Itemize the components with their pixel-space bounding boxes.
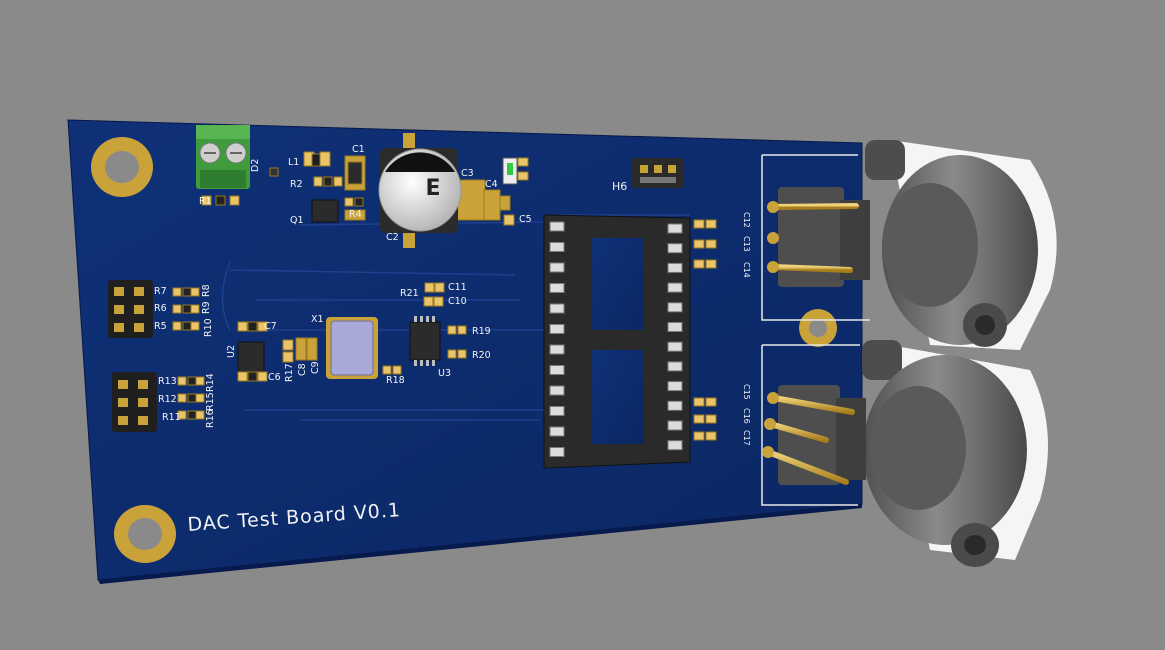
resistors-left bbox=[172, 287, 205, 420]
dip-pin-right bbox=[667, 302, 683, 313]
dip-pin-right bbox=[667, 282, 683, 293]
label-c5: C5 bbox=[519, 214, 532, 225]
label-r1: R1 bbox=[199, 196, 212, 207]
dip-pin-left bbox=[549, 283, 565, 293]
dip-pin-right bbox=[667, 420, 683, 431]
label-c2: C2 bbox=[386, 232, 399, 243]
label-r13: R13 bbox=[158, 376, 177, 387]
u3-ic-area bbox=[382, 282, 467, 375]
label-r16: R16 bbox=[205, 409, 216, 428]
dip-socket-pins bbox=[549, 221, 683, 457]
label-c17: C17 bbox=[742, 430, 751, 446]
label-r12: R12 bbox=[158, 394, 177, 405]
label-c1: C1 bbox=[352, 144, 365, 155]
dip-pin-left bbox=[549, 344, 565, 355]
label-r17: R17 bbox=[284, 363, 295, 382]
dip-pin-right bbox=[667, 400, 683, 411]
dip-pin-right bbox=[667, 440, 683, 451]
label-c6: C6 bbox=[268, 372, 281, 383]
label-c11: C11 bbox=[448, 282, 467, 293]
silkscreen-labels: D2 L1 C1 R2 R1 Q1 R4 C2 C3 C4 C5 H6 R7 R… bbox=[154, 144, 751, 446]
mounting-hole-top-left bbox=[91, 137, 153, 197]
label-r5: R5 bbox=[154, 321, 167, 332]
dip-pin-right bbox=[667, 262, 683, 273]
dip-pin-left bbox=[549, 447, 565, 457]
label-r7: R7 bbox=[154, 286, 167, 297]
label-q1: Q1 bbox=[290, 215, 304, 226]
header-h6 bbox=[632, 158, 684, 188]
xlr-connector-top bbox=[767, 140, 1057, 350]
label-r19: R19 bbox=[472, 326, 491, 337]
dip-pin-left bbox=[549, 242, 565, 252]
label-r20: R20 bbox=[472, 350, 491, 361]
mounting-hole-middle-right bbox=[799, 309, 837, 347]
label-c7: C7 bbox=[264, 321, 277, 332]
label-r15: R15 bbox=[205, 392, 216, 411]
label-r18: R18 bbox=[386, 375, 405, 386]
label-d2: D2 bbox=[250, 159, 261, 172]
label-c12: C12 bbox=[742, 212, 751, 228]
label-u2: U2 bbox=[226, 345, 237, 358]
dip-pin-left bbox=[549, 324, 565, 334]
label-c13: C13 bbox=[742, 236, 751, 252]
label-r11: R11 bbox=[162, 412, 181, 423]
label-u3: U3 bbox=[438, 368, 451, 379]
dip-pin-right bbox=[667, 243, 683, 254]
dip-pin-right bbox=[667, 361, 683, 372]
label-r14: R14 bbox=[205, 373, 216, 392]
crystal-oscillator bbox=[326, 317, 378, 379]
xlr-silk-outlines bbox=[761, 154, 870, 506]
label-c3: C3 bbox=[461, 168, 474, 179]
label-c10: C10 bbox=[448, 296, 467, 307]
dip-pin-left bbox=[549, 365, 565, 375]
dip-pin-right bbox=[667, 223, 683, 234]
capacitor-marking: E bbox=[425, 176, 440, 201]
label-r10: R10 bbox=[203, 318, 214, 337]
xlr-connector-bottom bbox=[762, 340, 1048, 567]
label-r2: R2 bbox=[290, 179, 303, 190]
label-r8: R8 bbox=[201, 284, 212, 297]
label-l1: L1 bbox=[288, 157, 299, 168]
dip-pin-left bbox=[549, 303, 565, 314]
label-c4: C4 bbox=[485, 179, 498, 190]
pin-header-lower bbox=[112, 372, 157, 432]
label-r6: R6 bbox=[154, 303, 167, 314]
label-r21: R21 bbox=[400, 288, 419, 299]
pin-header-upper bbox=[108, 280, 153, 338]
dip-pin-left bbox=[549, 262, 565, 273]
mounting-hole-bottom-left bbox=[114, 505, 176, 563]
label-h6: H6 bbox=[612, 180, 627, 193]
label-c8: C8 bbox=[297, 363, 308, 376]
electrolytic-capacitor: E bbox=[378, 133, 462, 248]
dip-pin-left bbox=[549, 406, 565, 416]
label-r9: R9 bbox=[201, 301, 212, 314]
dip-socket bbox=[543, 214, 691, 469]
label-c9: C9 bbox=[310, 361, 321, 374]
dip-pin-left bbox=[549, 221, 565, 232]
dip-pin-left bbox=[549, 385, 565, 396]
label-c16: C16 bbox=[742, 408, 751, 424]
smd-caps-right bbox=[693, 219, 717, 441]
label-x1: X1 bbox=[311, 314, 324, 325]
dip-pin-right bbox=[667, 381, 683, 392]
label-c14: C14 bbox=[742, 262, 751, 278]
screw-terminal bbox=[196, 125, 250, 189]
dip-pin-right bbox=[667, 341, 683, 352]
label-c15: C15 bbox=[742, 384, 751, 400]
u2-regulator-area bbox=[237, 321, 318, 382]
dip-pin-right bbox=[667, 322, 683, 332]
dip-pin-left bbox=[549, 426, 565, 437]
label-r4: R4 bbox=[349, 209, 362, 220]
